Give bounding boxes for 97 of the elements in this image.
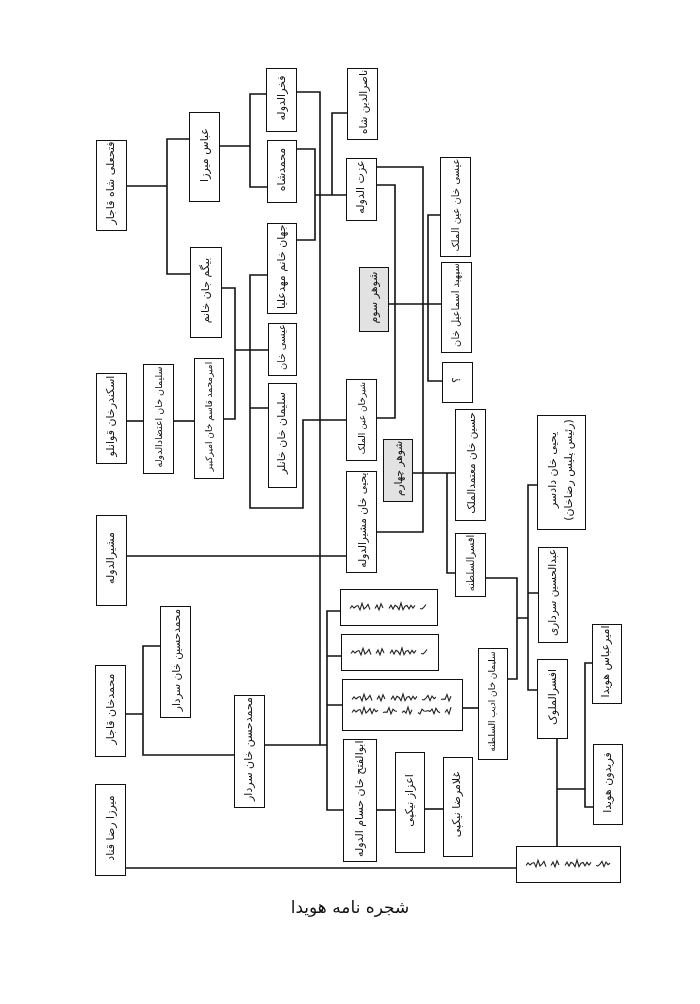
family-line xyxy=(556,662,594,847)
person-name: اعزاز نیکپی xyxy=(403,773,416,827)
person-name: غلامرضا نیکپی xyxy=(451,771,464,838)
family-line xyxy=(125,645,235,756)
marriage-label: شوهر چهارم xyxy=(391,440,404,496)
person-box xyxy=(593,744,623,825)
person-name: محمدحسین خان سردار xyxy=(168,608,182,711)
person-box xyxy=(537,659,568,739)
person-name: سلیمان خان اعتضادالدوله xyxy=(152,366,164,467)
family-line xyxy=(221,274,347,509)
family-line xyxy=(126,138,191,275)
person-name: مشیرالدوله xyxy=(104,532,118,584)
person-box xyxy=(537,415,586,530)
person-box xyxy=(95,665,126,757)
person-name: سلیمان خان ادیب السلطنه xyxy=(487,651,498,752)
person-name: بیگم جان خانم xyxy=(199,257,212,323)
person-box xyxy=(440,157,471,257)
family-line xyxy=(376,184,396,419)
person-name: یحیی خان دادسر xyxy=(546,432,560,508)
person-box xyxy=(346,471,377,573)
family-line xyxy=(485,484,539,691)
person-box xyxy=(455,409,486,521)
person-box xyxy=(340,589,438,626)
person-box xyxy=(194,358,224,479)
person-name: عزت الدوله xyxy=(354,160,368,214)
person-box xyxy=(160,606,191,718)
person-name: شیرخان عین الملک xyxy=(355,381,367,454)
person-note: (رئیس پلیس رضاخان) xyxy=(562,419,576,521)
person-box xyxy=(395,752,425,853)
person-box xyxy=(341,634,439,671)
person-name: ناصرالدین شاه xyxy=(355,69,369,134)
person-name: یحیی خان مشیرالدوله xyxy=(354,472,368,567)
person-name: حسین خان معتمدالملک xyxy=(463,411,477,514)
family-line xyxy=(125,867,517,869)
marriage-label: شوهر سوم xyxy=(367,271,380,323)
person-box xyxy=(592,624,622,704)
person-name: محمدحسن خان سردار xyxy=(242,697,256,801)
person-box xyxy=(346,158,377,221)
family-line xyxy=(412,472,456,574)
person-name: فریدون هویدا xyxy=(601,751,614,813)
person-name: ابوالفتح خان حسام الدوله xyxy=(353,740,366,856)
family-line xyxy=(424,808,444,810)
person-box xyxy=(442,362,473,403)
person-box xyxy=(96,140,127,231)
person-box xyxy=(268,323,297,376)
person-name: محمدخان قاجار xyxy=(103,673,117,744)
person-box xyxy=(342,679,463,731)
family-line xyxy=(462,707,479,709)
person-name: فتحعلی شاه قاجار xyxy=(104,141,118,225)
person-name: ؟ xyxy=(450,377,464,383)
marriage-label-box xyxy=(383,439,413,502)
person-name: امیرعباس هویدا xyxy=(600,625,613,698)
person-box xyxy=(267,140,297,203)
person-name: امیرمحمد قاسم خان امیرکبیر xyxy=(203,361,214,471)
person-name: سلیمان خان خانلر xyxy=(275,391,289,475)
person-box xyxy=(346,379,377,461)
family-line xyxy=(296,112,348,241)
person-box xyxy=(441,262,472,353)
person-name: افسرالملوک xyxy=(545,668,559,725)
person-name: عیسی خان عین الملک xyxy=(449,158,461,251)
person-box xyxy=(455,533,486,597)
person-box xyxy=(189,112,220,202)
person-box xyxy=(347,68,378,140)
family-line xyxy=(219,93,268,188)
person-box xyxy=(95,784,126,876)
person-name: عیسی خان xyxy=(276,324,288,370)
marriage-label-box xyxy=(359,267,389,332)
person-box xyxy=(268,383,297,488)
person-box xyxy=(443,757,473,857)
family-line xyxy=(126,555,347,557)
family-line xyxy=(264,91,344,811)
person-name: عباس میرزا xyxy=(197,127,211,182)
person-name: فخرالدوله xyxy=(274,74,288,121)
person-box xyxy=(538,547,568,643)
family-line xyxy=(376,166,424,533)
person-name: میرزا رضا قناد xyxy=(103,794,117,861)
person-name: اسکندرخان قوانلو xyxy=(104,375,118,457)
family-line xyxy=(126,420,144,422)
person-name: جهان خانم مهدعلیا xyxy=(275,224,288,308)
person-box xyxy=(267,223,297,314)
person-box xyxy=(478,648,508,760)
person-box xyxy=(516,846,621,883)
person-name: سپهبد اسماعیل خان xyxy=(450,263,462,347)
person-box xyxy=(190,247,222,338)
person-box xyxy=(96,373,127,464)
person-name: عبدالحسین سرداری xyxy=(546,548,559,637)
diagram-title: شجره نامه هویدا xyxy=(290,897,410,917)
person-box xyxy=(266,68,297,132)
person-box xyxy=(143,364,174,474)
person-name: افسرالسلطنه xyxy=(464,534,476,591)
person-name: محمدشاه xyxy=(275,147,288,191)
person-box xyxy=(96,515,127,606)
family-line xyxy=(376,809,396,811)
family-line xyxy=(388,214,443,382)
person-box xyxy=(343,739,377,862)
person-box xyxy=(234,695,265,808)
family-line xyxy=(173,420,195,422)
